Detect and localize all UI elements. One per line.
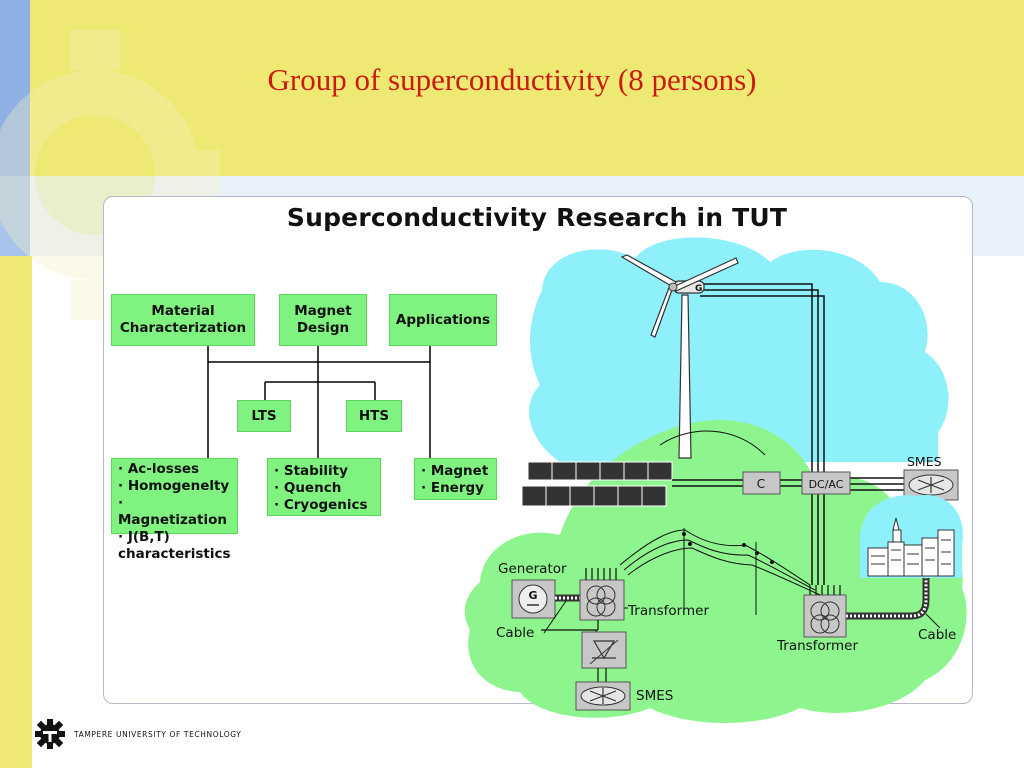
dc-ac-converter-box — [801, 471, 851, 495]
list-item: Homogenelty — [118, 478, 231, 495]
cable-left-label: Cable — [496, 625, 535, 641]
dc-bus-lines — [672, 477, 904, 491]
magnet-topics-box: Stability Quench Cryogenics — [267, 458, 381, 516]
smes-bottom-label: SMES — [636, 688, 674, 704]
list-item: Ac-losses — [118, 461, 231, 478]
turbine-generator-label: G — [695, 284, 702, 294]
list-item: Magnet — [421, 463, 490, 480]
logo-text: TAMPERE UNIVERSITY OF TECHNOLOGY — [74, 729, 242, 739]
transformer-left-label: Transformer — [628, 603, 710, 619]
generator-icon: G — [511, 579, 556, 619]
smes-bottom-icon — [575, 681, 631, 711]
list-item: Quench — [274, 480, 374, 497]
lts-box: LTS — [237, 400, 291, 432]
wind-turbine-icon — [620, 254, 739, 459]
university-logo: TAMPERE UNIVERSITY OF TECHNOLOGY — [34, 718, 241, 750]
generator-label: Generator — [498, 561, 567, 577]
list-item: Magnetization — [118, 495, 231, 529]
hts-box: HTS — [346, 400, 402, 432]
applications-box: Applications — [389, 294, 497, 346]
diagram-title: Superconductivity Research in TUT — [286, 203, 788, 232]
list-item: Energy — [421, 480, 490, 497]
application-topics-box: Magnet Energy — [414, 458, 497, 500]
transformer-left-taps — [541, 568, 617, 640]
transformer-right-label: Transformer — [777, 638, 859, 654]
material-topics-box: Ac-losses Homogenelty Magnetization J(B,… — [111, 458, 238, 562]
transformer-right-icon — [803, 594, 847, 638]
list-item: J(B,T) characteristics — [118, 529, 231, 563]
smes-top-label: SMES — [907, 454, 942, 469]
cable-right-label: Cable — [918, 627, 957, 643]
label-leaders — [543, 600, 941, 634]
tut-gear-logo-icon — [35, 719, 65, 749]
dc-ac-label: DC/AC — [809, 478, 844, 491]
city-cable — [846, 578, 930, 620]
smes-top-icon — [903, 469, 959, 501]
sky-cloud — [529, 237, 949, 462]
list-item: Cryogenics — [274, 497, 374, 514]
slide-title: Group of superconductivity (8 persons) — [267, 62, 757, 97]
tree-connectors — [207, 346, 431, 458]
transformer-left-icon — [579, 579, 625, 621]
list-item: Stability — [274, 463, 374, 480]
generator-symbol: G — [528, 589, 537, 602]
capacitor-box — [742, 471, 781, 495]
overhead-power-lines — [619, 528, 821, 615]
capacitor-label: C — [757, 477, 765, 491]
magnet-design-box: Magnet Design — [279, 294, 367, 346]
material-characterization-box: Material Characterization — [111, 294, 255, 346]
city-icon — [860, 495, 963, 578]
rectifier-icon — [581, 631, 627, 669]
